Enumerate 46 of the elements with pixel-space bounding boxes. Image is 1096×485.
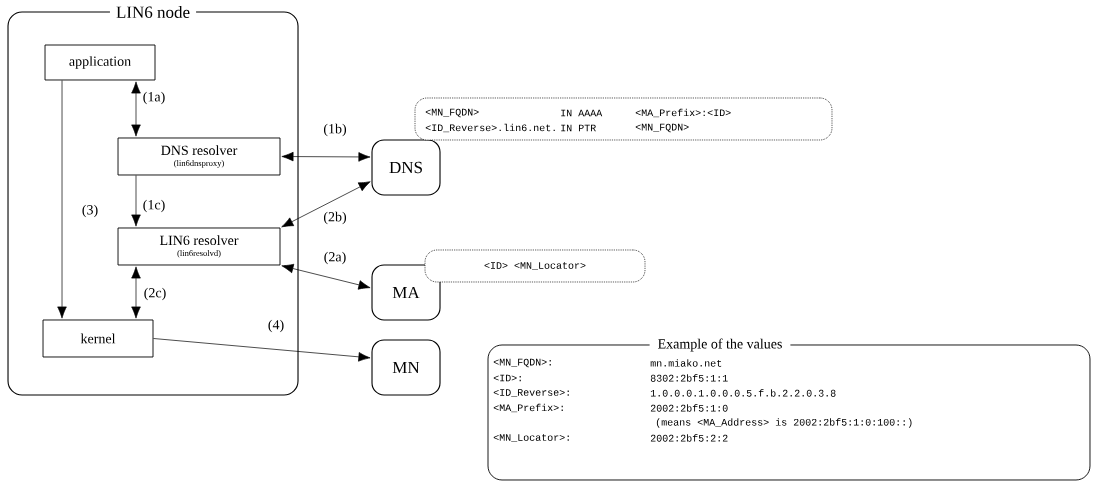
arrow [131,175,141,227]
record-text: <MA_Prefix>: [493,403,563,413]
arrow [153,338,371,362]
record-text: <MN_Locator>: [493,434,569,442]
record-text: 1.0.0.0.1.0.0.0.5.f.b.2.2.0.3.8 [650,389,836,397]
edge-label: (1a) [141,90,167,106]
rounded-box: MN [371,339,441,396]
record-callout [414,97,833,141]
process-box: kernel [42,319,154,358]
edge-label: (4) [266,318,286,334]
panel-heading: Example of the values [649,337,791,353]
record-callout [424,249,646,283]
arrow [281,151,371,162]
record-text: mn.miako.net [650,359,722,367]
values-panel [487,337,1091,481]
arrow [131,81,141,137]
arrow [131,266,141,319]
record-text: (means <MA_Address> is 2002:2bf5:1:0:100::) [656,418,912,428]
record-text: <MA_Prefix>:<ID> [635,108,731,118]
node-frame [7,5,299,396]
arrow [281,263,371,290]
process-box: LIN6 resolver (lin6resolvd) [117,227,281,266]
record-text: <MN_FQDN> [425,108,479,118]
record-text: <MN_FQDN>: [493,358,551,368]
record-text: <ID> <MN_Locator> [484,262,586,270]
record-text: 8302:2bf5:1:1 [650,374,728,382]
edge-label: (3) [80,203,100,219]
record-text: <ID_Reverse>.lin6.net. [425,123,555,133]
record-text: IN PTR [561,124,596,132]
record-text: 2002:2bf5:2:2 [650,434,728,442]
edge-label: (2b) [322,210,348,226]
record-text: <MN_FQDN> [635,123,689,133]
record-text: 2002:2bf5:1:0 [650,404,728,412]
edge-label: (1c) [141,198,167,214]
process-box: application [44,44,156,81]
arrow [281,181,371,228]
record-text: <ID>: [493,374,521,382]
rounded-box: DNS [371,139,441,196]
frame-title: LIN6 node [109,5,197,19]
record-text: IN AAAA [561,109,603,117]
process-box: DNS resolver (lin6dnsproxy) [117,137,281,176]
edge-label: (2c) [142,286,168,302]
arrow [57,80,67,319]
record-text: <ID_Reverse>: [493,389,569,397]
edge-label: (1b) [322,122,348,138]
edge-label: (2a) [322,250,348,266]
